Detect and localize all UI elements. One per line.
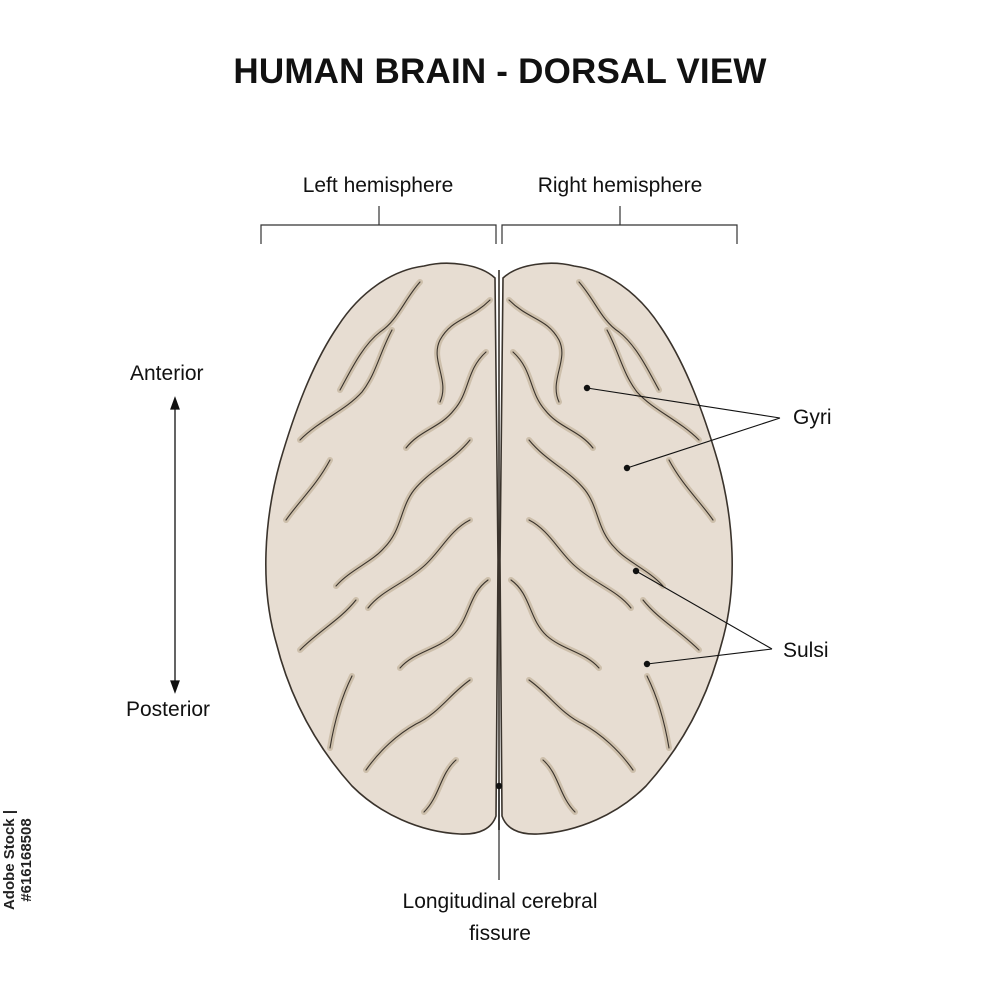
sulci-leader-upper <box>635 570 773 650</box>
left-sulcus-edge-11 <box>329 675 353 749</box>
right-sulcus-edge-9 <box>528 679 634 771</box>
posterior-label: Posterior <box>126 698 211 721</box>
right-sulcus-edge-8 <box>642 599 700 651</box>
left-hemisphere-label: Left hemisphere <box>302 174 454 197</box>
left-sulcus-edge-10 <box>285 459 331 521</box>
orientation-arrow-head-up <box>170 396 180 410</box>
sulci-leader-lower <box>646 648 773 665</box>
sulci-label: Sulsi <box>783 639 829 662</box>
right-sulci <box>506 279 716 815</box>
gyri-dot-lower <box>623 464 631 472</box>
gyri-label: Gyri <box>793 406 832 429</box>
orientation-arrow <box>170 396 180 694</box>
left-sulcus-edge-8 <box>299 599 357 651</box>
right-sulcus-edge-11 <box>646 675 670 749</box>
right-hemisphere-label: Right hemisphere <box>537 174 703 197</box>
left-sulcus-edge-1 <box>436 299 491 403</box>
left-hemisphere-bracket <box>260 206 497 244</box>
fissure-label: Longitudinal cerebral fissure <box>340 886 660 950</box>
gyri-leader-lower <box>626 417 781 469</box>
gyri-dot-upper <box>583 384 591 392</box>
right-sulcus-edge-10 <box>668 459 714 521</box>
left-sulcus-edge-9 <box>365 679 471 771</box>
left-sulci <box>283 279 493 815</box>
right-sulcus-edge-4 <box>528 439 664 587</box>
left-sulcus-edge-3 <box>405 351 487 449</box>
left-sulcus-edge-7 <box>399 579 489 669</box>
left-sulcus-edge-4 <box>335 439 471 587</box>
right-sulcus-edge-3 <box>512 351 594 449</box>
fissure-label-line2: fissure <box>469 922 531 945</box>
left-sulcus-edge-5 <box>299 329 393 441</box>
right-sulcus-edge-1 <box>508 299 563 403</box>
hemisphere-brackets <box>260 206 738 244</box>
gyri-leader-upper <box>586 387 781 419</box>
orientation-arrow-head-down <box>170 680 180 694</box>
left-sulcus-edge-6 <box>367 519 471 609</box>
left-sulcus-edge-12 <box>423 759 457 813</box>
diagram-title: HUMAN BRAIN - DORSAL VIEW <box>233 52 767 91</box>
right-sulcus-edge-5 <box>606 329 700 441</box>
right-sulcus-edge-6 <box>528 519 632 609</box>
sulci-dot-lower <box>643 660 651 668</box>
leader-dots <box>495 384 651 790</box>
leader-lines <box>498 387 781 880</box>
brain-illustration <box>265 262 733 835</box>
right-sulcus-edge-12 <box>542 759 576 813</box>
fissure-dot <box>495 782 503 790</box>
anterior-label: Anterior <box>130 362 204 385</box>
right-sulcus-edge-2 <box>578 281 660 391</box>
right-sulcus-edge-7 <box>510 579 600 669</box>
right-hemisphere-bracket <box>501 206 738 244</box>
sulci-dot-upper <box>632 567 640 575</box>
fissure-label-line1: Longitudinal cerebral <box>402 890 598 913</box>
left-sulcus-edge-2 <box>339 281 421 391</box>
